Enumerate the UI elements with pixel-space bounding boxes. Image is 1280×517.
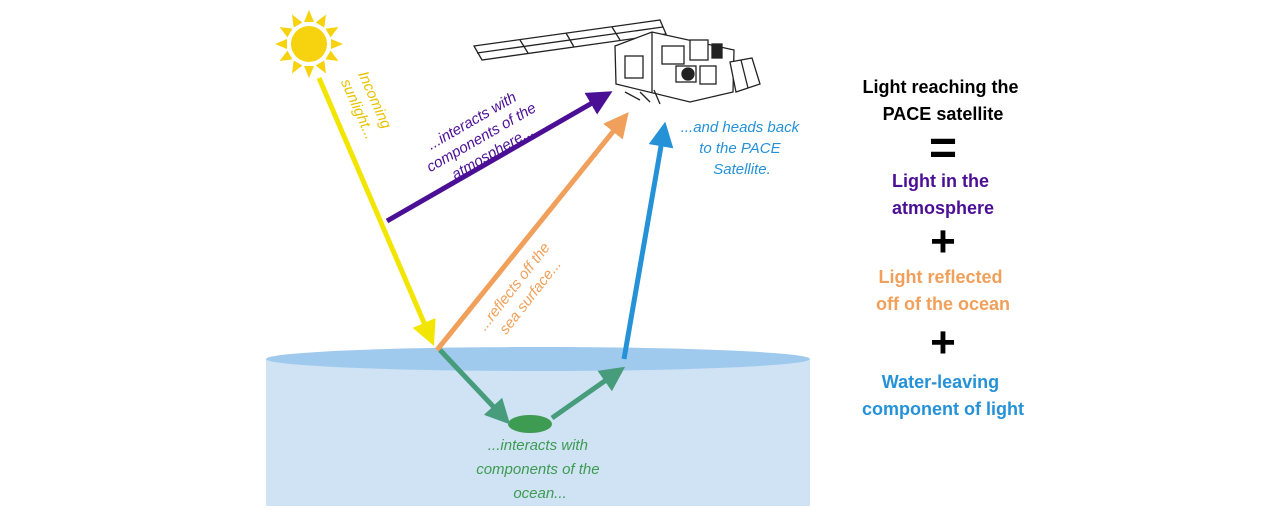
satellite-icon [472,19,761,105]
ocean-cylinder [266,347,810,506]
term-ocean-reflection: Light reflected off of the ocean [876,267,1010,314]
plus-sign-1: + [930,217,956,266]
ocean-surface [266,347,810,371]
ocean-in-arrow [438,348,511,425]
plus-sign-2: + [930,318,956,367]
ocean-out-arrow [550,366,626,421]
surface-reflection-arrow [435,112,629,352]
heads-back-label: ...and heads back to the PACE Satellite. [681,119,804,178]
ocean-label: ...interacts with components of the ocea… [476,437,604,502]
sunlight-arrow [316,77,436,346]
ocean-component [508,415,552,433]
sun-icon [275,10,343,78]
term-water-leaving: Water-leaving component of light [862,372,1024,419]
water-leaving-arrow [621,121,674,360]
sunlight-label: Incoming sunlight... [337,69,396,143]
surface-label: ...reflects off the sea surface... [475,236,572,346]
ocean-body [266,359,810,506]
atmosphere-label: ...interacts with components of the atmo… [414,81,552,192]
equation-lhs: Light reaching the PACE satellite [862,77,1023,124]
term-atmosphere: Light in the atmosphere [892,171,994,218]
atmosphere-arrow [385,91,613,224]
equals-sign: = [929,122,957,175]
equation: Light reaching the PACE satellite = Ligh… [862,77,1024,419]
